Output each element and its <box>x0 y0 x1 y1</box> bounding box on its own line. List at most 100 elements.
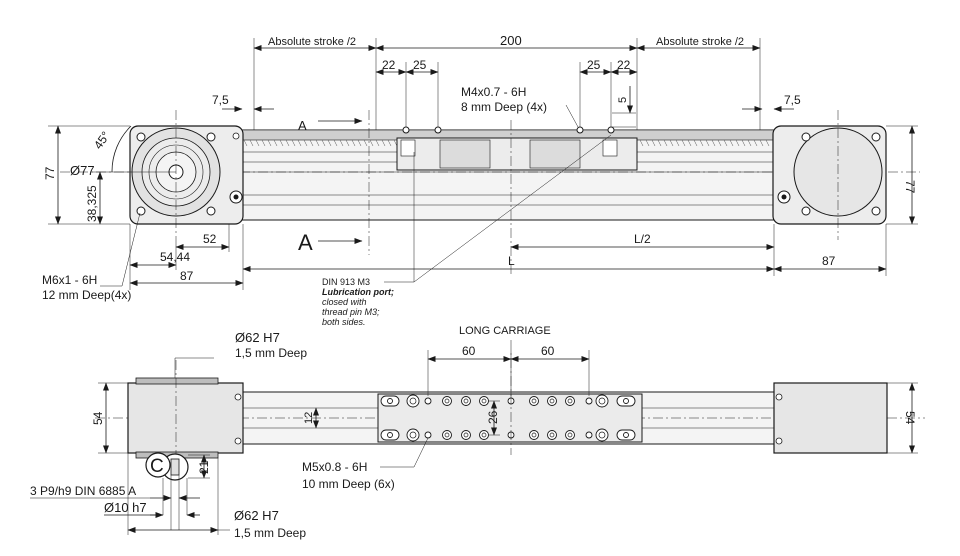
m5-line2: 10 mm Deep (6x) <box>302 477 395 491</box>
belt-tooth <box>681 139 686 147</box>
carriage-hole <box>479 396 489 406</box>
carriage-hole-inner <box>463 398 469 404</box>
slot-width-label: 12 <box>303 412 315 424</box>
pitch-60-left: 60 <box>462 344 476 358</box>
belt-tooth <box>363 139 368 147</box>
belt-tooth <box>357 139 362 147</box>
counterbore-hole <box>406 428 420 442</box>
section-label-bottom: A <box>298 230 313 255</box>
lube-line3: closed with <box>322 297 367 307</box>
belt-tooth <box>369 139 374 147</box>
belt-tooth <box>747 139 752 147</box>
counterbore-hole-inner <box>598 397 606 405</box>
hole-pitch-2: 25 <box>413 58 427 72</box>
belt-tooth <box>657 139 662 147</box>
belt-tooth <box>717 139 722 147</box>
right-block <box>773 382 888 454</box>
hole-pitch-4: 22 <box>617 58 631 72</box>
carriage-hole-inner <box>444 432 450 438</box>
lubrication-note: DIN 913 M3 Lubrication port; closed with… <box>322 134 612 327</box>
pitch-60-right: 60 <box>541 344 555 358</box>
belt-tooth <box>711 139 716 147</box>
bore-top-line2: 1,5 mm Deep <box>235 346 307 360</box>
counterbore-hole <box>595 428 609 442</box>
motor-thread-line1: M6x1 - 6H <box>42 273 97 287</box>
slot-center <box>623 398 629 404</box>
thread-spec-line1: M4x0.7 - 6H <box>461 85 526 99</box>
belt-tooth <box>669 139 674 147</box>
thread-hole-m5 <box>424 431 432 439</box>
belt-tooth <box>285 139 290 147</box>
half-length-label: L/2 <box>634 232 651 246</box>
counterbore-hole-inner <box>409 431 417 439</box>
counterbore-hole-inner <box>409 397 417 405</box>
belt-tooth <box>321 139 326 147</box>
carriage-hole <box>529 396 539 406</box>
thread-hole <box>402 126 410 134</box>
belt-tooth <box>351 139 356 147</box>
thread-hole <box>576 126 584 134</box>
belt-tooth <box>339 139 344 147</box>
carriage-top <box>396 120 638 275</box>
top-view: A A Absolute stroke /2 200 Absolute stro… <box>42 33 920 327</box>
motor-thread-line2: 12 mm Deep(4x) <box>42 288 131 302</box>
slot-center <box>387 432 393 438</box>
belt-tooth <box>309 139 314 147</box>
carriage-hole <box>529 430 539 440</box>
belt-tooth <box>267 139 272 147</box>
bore-bottom-line2: 1,5 mm Deep <box>234 526 306 540</box>
counterbore-hole <box>406 394 420 408</box>
thread-hole-m5 <box>424 397 432 405</box>
belt-tooth <box>249 139 254 147</box>
belt-tooth <box>687 139 692 147</box>
belt-tooth <box>645 139 650 147</box>
belt-tooth <box>345 139 350 147</box>
carriage-hole-inner <box>567 432 573 438</box>
belt-tooth <box>303 139 308 147</box>
belt-tooth <box>723 139 728 147</box>
carriage-hole <box>547 430 557 440</box>
belt-tooth <box>765 139 770 147</box>
bottom-view: LONG CARRIAGE <box>30 325 925 540</box>
belt-tooth <box>279 139 284 147</box>
carriage-hole-inner <box>531 398 537 404</box>
abs-stroke-right-label: Absolute stroke /2 <box>656 36 744 48</box>
belt-tooth <box>675 139 680 147</box>
hole-pitch-1: 22 <box>382 58 396 72</box>
flange-height-left: 77 <box>43 166 57 180</box>
belt-tooth <box>651 139 656 147</box>
belt-tooth <box>753 139 758 147</box>
hole-pitch-3: 25 <box>587 58 601 72</box>
carriage-hole-inner <box>463 432 469 438</box>
slot-center <box>623 432 629 438</box>
belt-tooth <box>663 139 668 147</box>
carriage-bottom <box>377 340 643 455</box>
carriage-hole-inner <box>549 398 555 404</box>
belt-tooth <box>693 139 698 147</box>
belt-tooth <box>729 139 734 147</box>
flange-height-right: 77 <box>903 180 917 194</box>
body-height-right: 54 <box>903 411 917 425</box>
carriage-title: LONG CARRIAGE <box>459 325 551 337</box>
bore-top-line1: Ø62 H7 <box>235 330 280 345</box>
hole-spacing-label: 26 <box>486 410 500 424</box>
carriage-hole <box>461 430 471 440</box>
belt-tooth <box>255 139 260 147</box>
belt-tooth <box>291 139 296 147</box>
bolt-angle-label: 45° <box>91 129 113 152</box>
carriage-hole <box>565 396 575 406</box>
belt-tooth <box>243 139 248 147</box>
carriage-hole-inner <box>481 432 487 438</box>
slot-center <box>387 398 393 404</box>
top-dimensions: Absolute stroke /2 200 Absolute stroke /… <box>212 33 801 130</box>
dim-87-right: 87 <box>822 254 836 268</box>
belt-tooth <box>315 139 320 147</box>
thread-hole-m5 <box>585 431 593 439</box>
key-spec-label: 3 P9/h9 DIN 6885 A <box>30 484 136 498</box>
abs-stroke-left-label: Absolute stroke /2 <box>268 36 356 48</box>
carriage-hole-inner <box>444 398 450 404</box>
belt-tooth <box>327 139 332 147</box>
carriage-hole-inner <box>549 432 555 438</box>
carriage-hole-inner <box>567 398 573 404</box>
